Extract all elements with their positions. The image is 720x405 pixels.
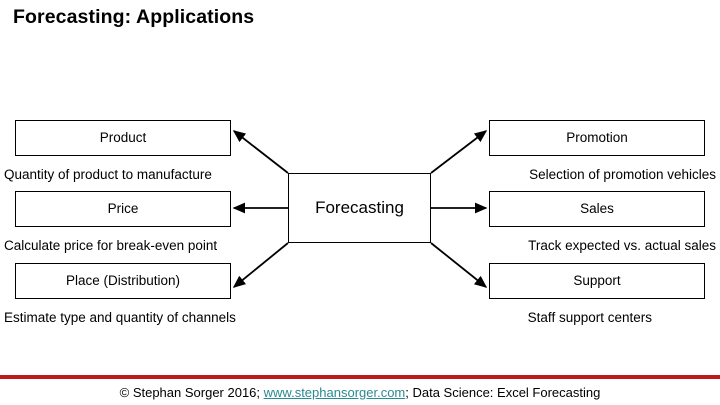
- node-support-label: Support: [573, 273, 621, 288]
- node-promotion[interactable]: Promotion: [489, 120, 705, 156]
- node-place[interactable]: Place (Distribution): [15, 263, 231, 299]
- footer-website-link[interactable]: www.stephansorger.com: [263, 385, 406, 400]
- node-price[interactable]: Price: [15, 191, 231, 227]
- connector-arrows: [232, 130, 488, 288]
- caption-place: Estimate type and quantity of channels: [4, 310, 236, 325]
- connector-forecasting-to-product: [232, 130, 289, 174]
- node-forecasting-label: Forecasting: [315, 198, 404, 217]
- caption-promotion: Selection of promotion vehicles: [529, 167, 716, 182]
- node-promotion-label: Promotion: [566, 130, 628, 145]
- node-place-label: Place (Distribution): [65, 273, 181, 288]
- footer-divider: [0, 375, 720, 379]
- connector-forecasting-to-support: [430, 242, 488, 288]
- node-product[interactable]: Product: [15, 120, 231, 156]
- node-product-label: Product: [99, 130, 147, 145]
- node-sales-label: Sales: [580, 201, 614, 216]
- caption-sales: Track expected vs. actual sales: [528, 238, 716, 253]
- footer-copyright: © Stephan Sorger 2016;: [119, 385, 264, 400]
- page-title: Forecasting: Applications: [13, 6, 255, 28]
- footer-source: ; Data Science: Excel Forecasting: [405, 385, 601, 400]
- caption-price: Calculate price for break-even point: [4, 238, 218, 253]
- node-sales[interactable]: Sales: [489, 191, 705, 227]
- caption-product: Quantity of product to manufacture: [4, 167, 212, 182]
- footer: © Stephan Sorger 2016; www.stephansorger…: [0, 385, 720, 401]
- caption-support: Staff support centers: [527, 310, 652, 325]
- connector-forecasting-to-promotion: [430, 130, 488, 174]
- node-forecasting[interactable]: Forecasting: [288, 173, 431, 243]
- connector-forecasting-to-place: [232, 242, 289, 288]
- node-price-label: Price: [107, 201, 139, 216]
- node-support[interactable]: Support: [489, 263, 705, 299]
- forecasting-applications-diagram: Product Quantity of product to manufactu…: [4, 120, 716, 325]
